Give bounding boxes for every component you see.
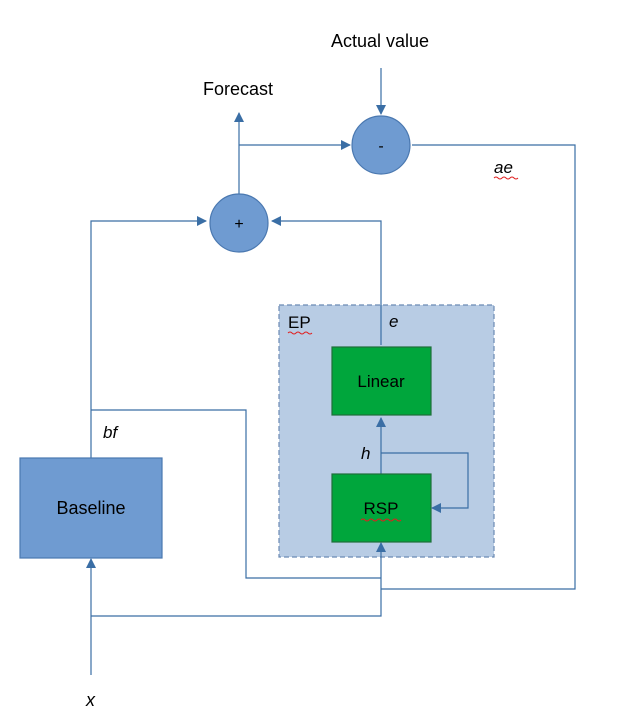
x-to-rsp-arrow [91,542,386,617]
linear-to-plus-arrow [271,216,382,345]
ep-spellcheck-underline [287,331,313,335]
ae-label: ae [494,158,513,177]
x-label: x [85,690,96,710]
ae-feedback-line [381,144,576,590]
ae-spellcheck-underline [493,176,519,180]
rsp-box [331,473,432,543]
bf-label: bf [103,423,119,442]
plus-label: + [234,216,243,233]
actual-value-label: Actual value [331,31,429,51]
baseline-box [19,457,163,559]
plus-node [209,193,269,253]
baseline-to-plus-arrow [90,216,207,458]
forecast-label: Forecast [203,79,273,99]
rsp-spellcheck-underline [360,518,402,522]
minus-node [351,115,411,175]
linear-box [331,346,432,416]
linear-label: Linear [357,372,405,391]
rsp-label: RSP [364,499,399,518]
h-label: h [361,444,370,463]
ep-label: EP [288,313,311,332]
baseline-label: Baseline [56,498,125,518]
bf-to-rsp-line [91,409,381,579]
e-label: e [389,312,398,331]
minus-label: - [378,138,383,155]
h-feedback-arrow [381,452,469,513]
connectors [86,68,576,675]
